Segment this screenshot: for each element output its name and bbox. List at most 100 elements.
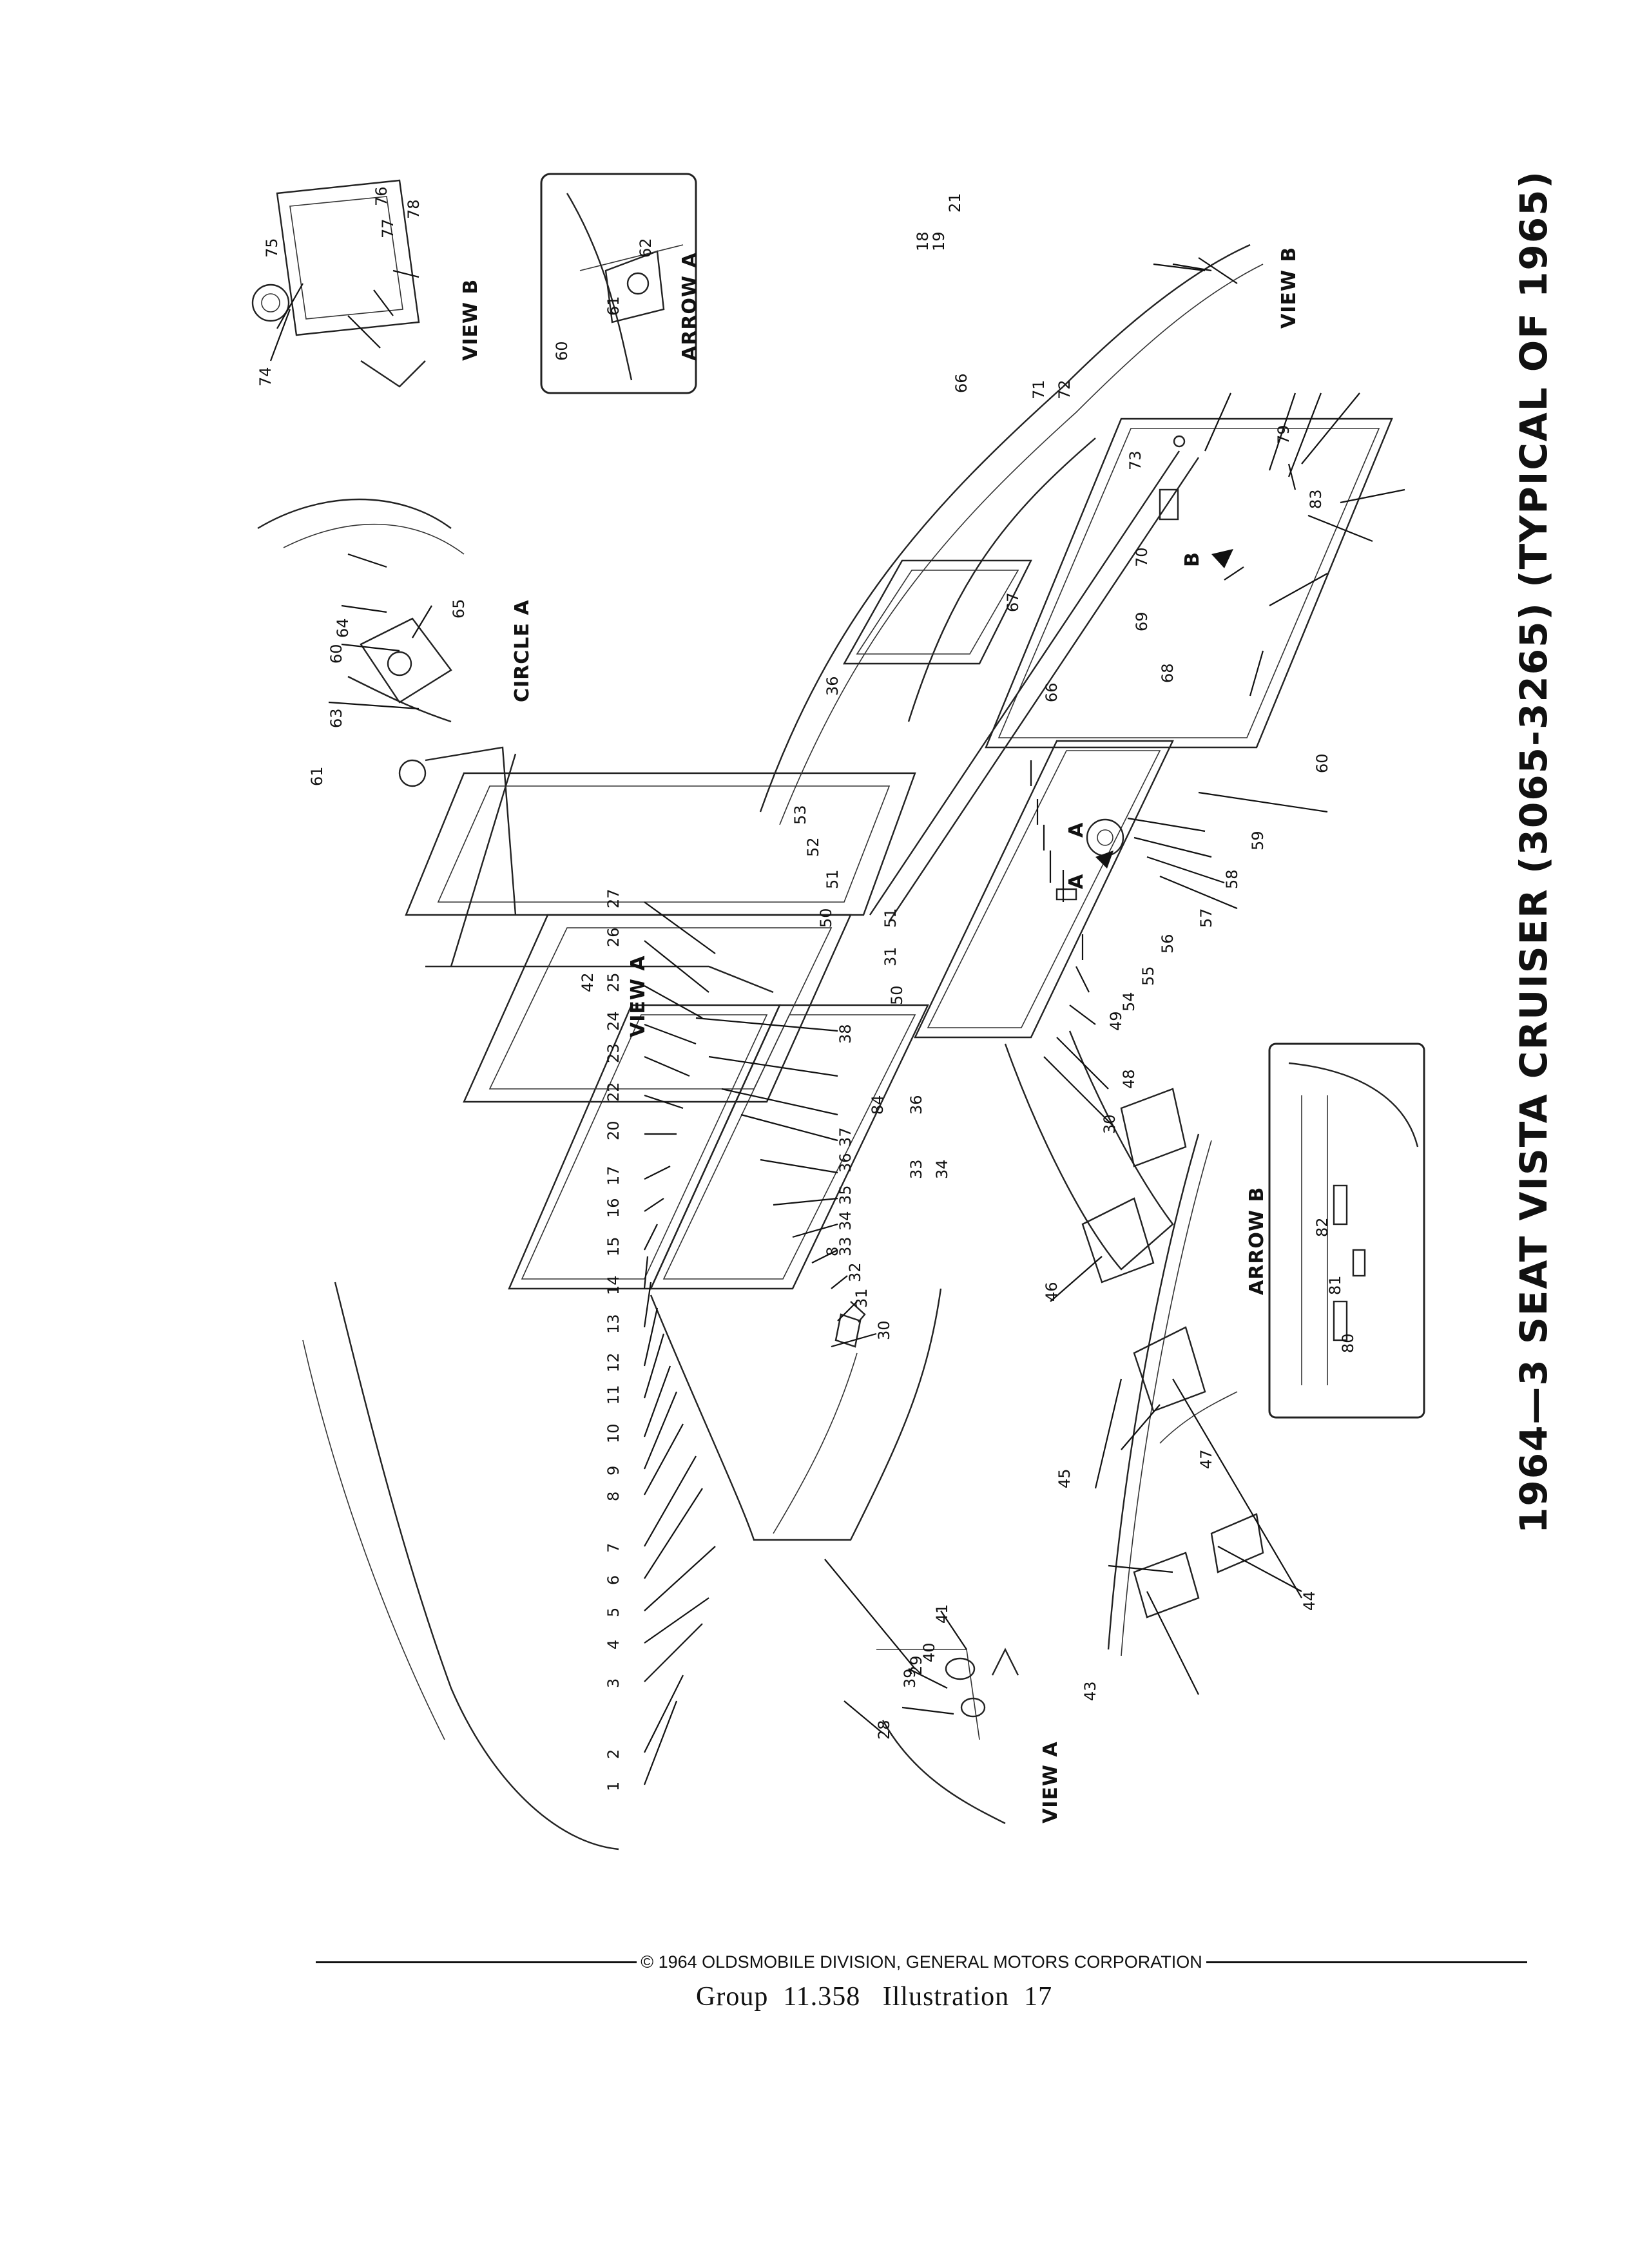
callout-70: 70 (1133, 547, 1151, 567)
callout-34a: 34 (836, 1211, 854, 1231)
callout-42: 42 (579, 972, 597, 992)
copyright-text: © 1964 OLDSMOBILE DIVISION, GENERAL MOTO… (641, 1952, 1202, 1972)
view-b-top-detail-drawing (251, 179, 426, 388)
caption-arrow-a: ARROW A (679, 252, 701, 361)
callout-79: 79 (1275, 425, 1293, 445)
callout-56: 56 (1159, 934, 1177, 954)
callout-31b: 31 (882, 947, 900, 966)
callout-18: 18 (914, 231, 932, 251)
load-floor-assembly-drawing (759, 244, 1393, 1271)
callout-48: 48 (1120, 1069, 1138, 1089)
callout-61a: 61 (308, 766, 326, 786)
rear-seat-assembly-drawing (302, 746, 942, 1850)
callout-63: 63 (327, 708, 345, 728)
page-title: 1964—3 SEAT VISTA CRUISER (3065-3265) (T… (1512, 170, 1556, 1533)
callout-15: 15 (604, 1236, 622, 1256)
callout-leaders (269, 257, 1405, 1785)
callout-62: 62 (637, 238, 655, 258)
caption-letter-a-1: A (1065, 822, 1088, 838)
callout-24: 24 (604, 1011, 622, 1031)
callout-17: 17 (604, 1166, 622, 1186)
callout-71: 71 (1030, 380, 1048, 399)
callout-50a: 50 (888, 985, 906, 1005)
callout-12: 12 (604, 1352, 622, 1372)
callout-61b: 61 (604, 296, 622, 316)
callout-33b: 33 (907, 1159, 925, 1179)
latch-mechanism-drawing (1081, 1088, 1264, 1657)
callout-1: 1 (604, 1782, 622, 1791)
caption-view-b-inset: VIEW B (459, 279, 482, 361)
callout-66b: 66 (1043, 682, 1061, 702)
view-captions: VIEW A VIEW A VIEW B VIEW B CIRCLE A ARR… (459, 247, 1300, 1823)
callout-33a: 33 (836, 1236, 854, 1256)
view-a-bottom-detail-drawing (876, 1648, 1019, 1825)
callout-53: 53 (791, 805, 809, 825)
callout-76: 76 (372, 186, 390, 206)
caption-letter-a-2: A (1065, 874, 1088, 889)
callout-35: 35 (836, 1185, 854, 1205)
callout-36b: 36 (824, 676, 842, 696)
callout-19: 19 (930, 231, 948, 251)
callout-29: 29 (907, 1655, 925, 1675)
callout-44: 44 (1300, 1591, 1318, 1611)
callout-13: 13 (604, 1314, 622, 1334)
callout-9: 9 (604, 1466, 622, 1475)
callout-68: 68 (1159, 663, 1177, 683)
callout-41: 41 (933, 1604, 951, 1624)
callout-57: 57 (1197, 908, 1215, 928)
arrow-a-detail-drawing (566, 193, 684, 381)
callout-20: 20 (604, 1120, 622, 1140)
callout-51a: 51 (824, 869, 842, 889)
callout-30b: 30 (1101, 1114, 1119, 1134)
callout-54: 54 (1120, 992, 1138, 1012)
callout-67: 67 (1004, 592, 1022, 612)
callout-59: 59 (1249, 831, 1267, 850)
callout-28: 28 (875, 1720, 893, 1740)
callout-60b: 60 (327, 644, 345, 664)
callout-78: 78 (405, 199, 423, 219)
arrow-a-inset-frame (540, 173, 697, 394)
callout-5: 5 (604, 1608, 622, 1617)
callout-82: 82 (1313, 1217, 1331, 1237)
callout-47: 47 (1197, 1449, 1215, 1469)
callout-81: 81 (1326, 1275, 1344, 1295)
callout-75: 75 (263, 238, 281, 258)
callout-58: 58 (1223, 869, 1241, 889)
callout-34b: 34 (933, 1159, 951, 1179)
callout-55: 55 (1139, 966, 1157, 986)
caption-view-b-main: VIEW B (1278, 247, 1300, 329)
callout-25: 25 (604, 972, 622, 992)
arrow-b-detail-drawing (1288, 1062, 1419, 1385)
caption-letter-b: B (1181, 552, 1204, 567)
footer-rule-left (316, 1961, 637, 1963)
callout-8a: 8 (604, 1492, 622, 1501)
callout-2: 2 (604, 1749, 622, 1759)
callout-30a: 30 (875, 1320, 893, 1340)
group-illustration-line: Group 11.358 Illustration 17 (696, 1982, 1053, 2012)
caption-view-a-inset: VIEW A (1039, 1741, 1062, 1823)
callout-22: 22 (604, 1082, 622, 1102)
callout-23: 23 (604, 1043, 622, 1063)
callout-72: 72 (1055, 380, 1074, 399)
callout-50b: 50 (817, 908, 835, 928)
callout-52: 52 (804, 837, 822, 857)
callout-32: 32 (846, 1262, 864, 1282)
callout-64: 64 (334, 618, 352, 638)
callout-36a: 36 (836, 1153, 854, 1173)
callout-60c: 60 (553, 341, 571, 361)
callout-39: 39 (901, 1668, 919, 1688)
callout-43: 43 (1081, 1681, 1099, 1701)
caption-view-a-main: VIEW A (627, 955, 650, 1037)
caption-arrow-b: ARROW B (1246, 1187, 1268, 1295)
callout-31a: 31 (853, 1288, 871, 1308)
callout-84: 84 (869, 1095, 887, 1115)
callout-3: 3 (604, 1678, 622, 1688)
callout-27: 27 (604, 889, 622, 908)
callout-6: 6 (604, 1575, 622, 1585)
copyright-row: © 1964 OLDSMOBILE DIVISION, GENERAL MOTO… (316, 1952, 1527, 1972)
callout-83: 83 (1307, 489, 1325, 509)
callout-40: 40 (920, 1642, 938, 1662)
callout-11: 11 (604, 1385, 622, 1405)
callout-10: 10 (604, 1423, 622, 1443)
